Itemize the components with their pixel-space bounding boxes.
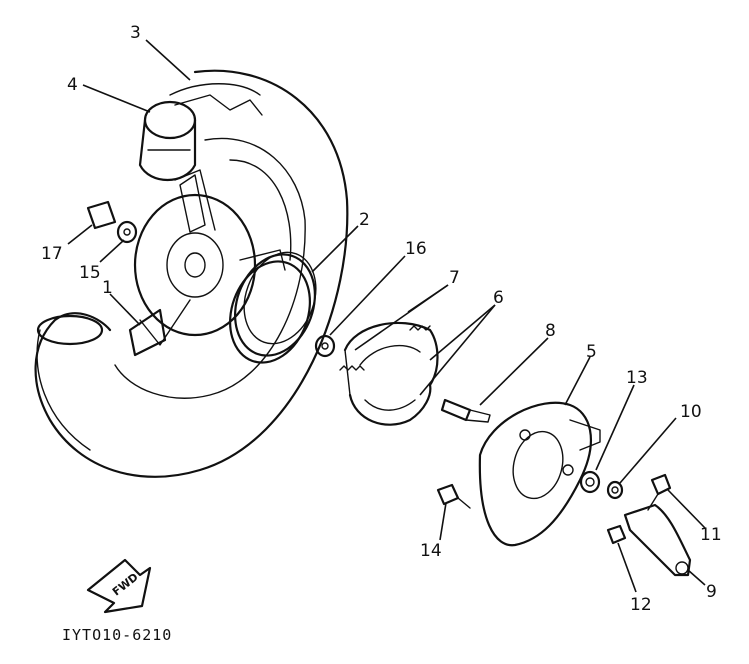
callout-16: 16 <box>405 239 427 259</box>
callout-4: 4 <box>67 75 78 95</box>
cam-shaft-8 <box>440 398 491 423</box>
callout-17: 17 <box>41 244 63 264</box>
cam-lever-9 <box>623 503 692 577</box>
callout-8: 8 <box>545 321 556 341</box>
callout-1: 1 <box>102 278 113 298</box>
callout-11: 11 <box>700 525 722 545</box>
fwd-label: FWD <box>110 570 141 598</box>
nut-12 <box>606 524 627 545</box>
callout-2: 2 <box>359 210 370 230</box>
callout-10: 10 <box>680 402 702 422</box>
callout-13: 13 <box>626 368 648 388</box>
fwd-arrow: FWD <box>86 558 152 614</box>
brake-springs <box>339 325 431 371</box>
bolt-11 <box>647 473 672 511</box>
brake-shoes <box>343 321 439 426</box>
callout-15: 15 <box>79 263 101 283</box>
washer-15 <box>116 220 138 244</box>
callout-3: 3 <box>130 23 141 43</box>
bolt-14 <box>436 483 471 509</box>
callout-14: 14 <box>420 541 442 561</box>
brake-shoe-plate <box>478 401 601 547</box>
wheel-assembly <box>34 69 349 478</box>
callout-5: 5 <box>586 342 597 362</box>
leader-lines <box>67 39 706 593</box>
figure-id: IYTO10-6210 <box>62 626 172 644</box>
brake-drum-ring <box>229 251 317 364</box>
callout-12: 12 <box>630 595 652 615</box>
callout-9: 9 <box>706 582 717 602</box>
nut-17 <box>86 200 117 230</box>
callout-labels: 1 2 3 4 5 6 7 8 9 10 11 12 13 14 15 16 1… <box>41 23 722 615</box>
callout-6: 6 <box>493 288 504 308</box>
callout-7: 7 <box>449 268 460 288</box>
washer-16 <box>314 334 336 358</box>
oil-seal-13 <box>579 470 601 494</box>
washer-10 <box>606 480 624 500</box>
